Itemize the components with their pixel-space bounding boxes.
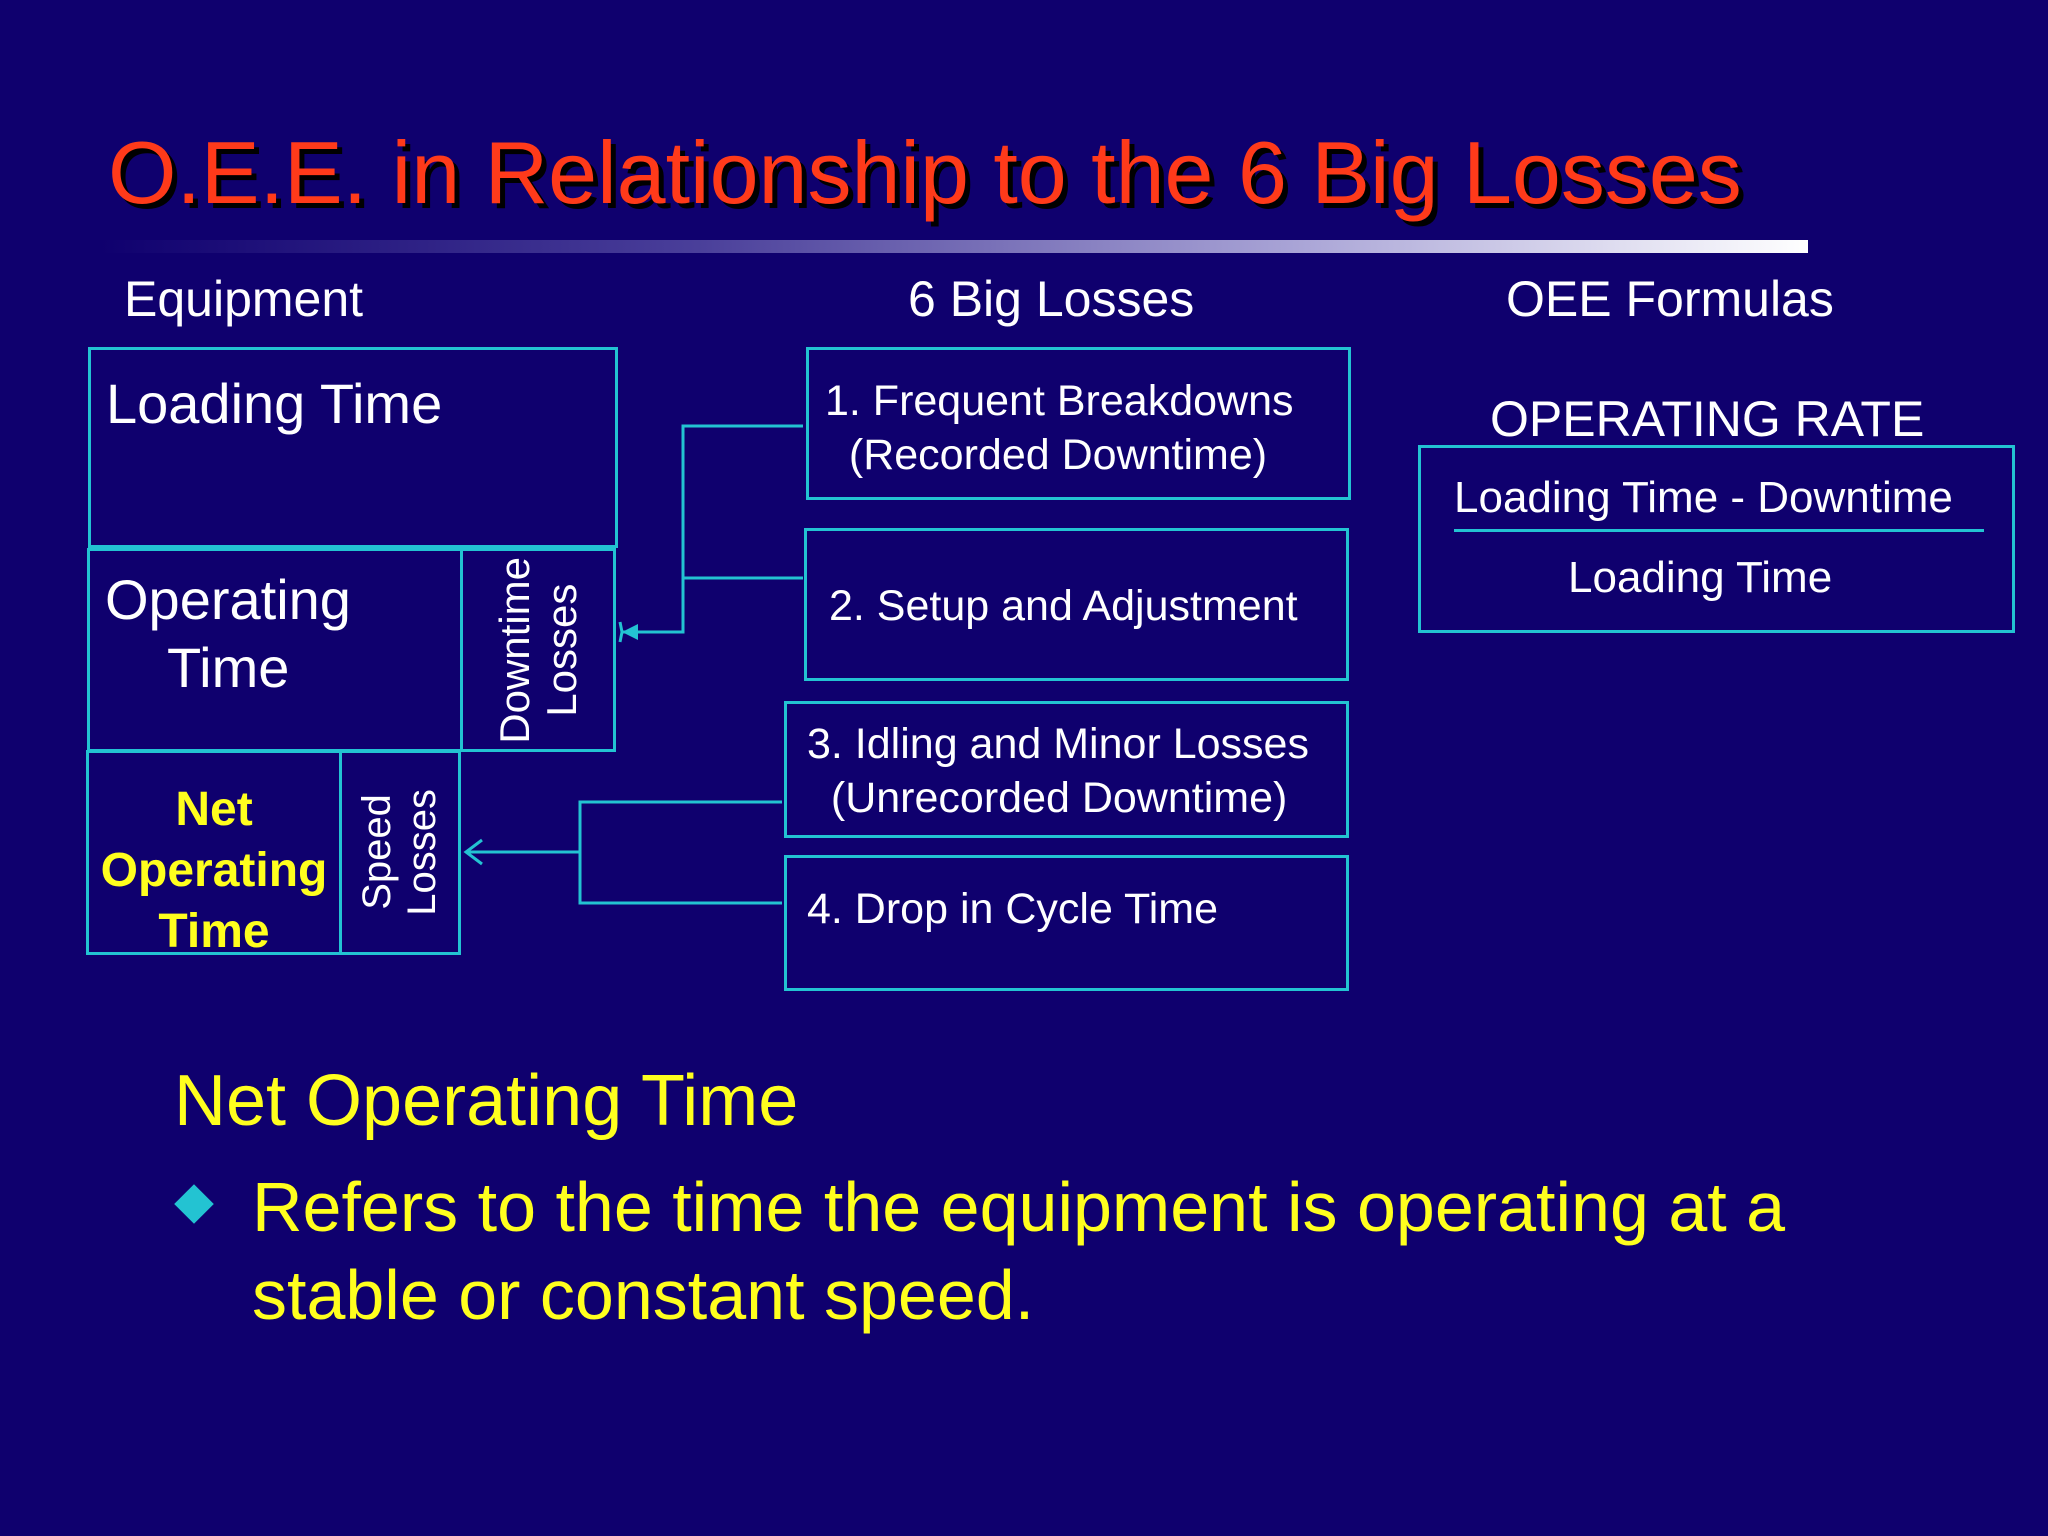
operating-time-label-line1: Operating [105, 568, 351, 631]
formula-fraction-bar [1454, 529, 1984, 532]
net-operating-time-line3: Time [158, 905, 270, 958]
connector-downtime [622, 424, 803, 634]
arrowhead-downtime-icon [622, 624, 638, 640]
loss-box-2: 2. Setup and Adjustment [804, 528, 1349, 681]
loss-box-4: 4. Drop in Cycle Time [784, 855, 1349, 991]
loss-box-3: 3. Idling and Minor Losses (Unrecorded D… [784, 701, 1349, 838]
loss-item-2: 2. Setup and Adjustment [829, 582, 1298, 630]
formula-heading: OPERATING RATE [1490, 391, 1925, 447]
bottom-heading: Net Operating Time [174, 1061, 799, 1141]
downtime-losses-box: Downtime Losses [460, 548, 616, 752]
loss-item-1: 1. Frequent Breakdowns (Recorded Downtim… [825, 377, 1294, 479]
arrow-downtime-icon [618, 621, 624, 643]
connector-speed-bracket [578, 800, 782, 905]
loss-item-3: 3. Idling and Minor Losses (Unrecorded D… [807, 720, 1309, 822]
column-heading-equipment: Equipment [124, 271, 364, 327]
net-operating-time-line2: Operating [100, 844, 328, 897]
formula-numerator: Loading Time - Downtime [1454, 473, 1953, 522]
loading-time-label: Loading Time [106, 372, 443, 435]
net-operating-time-line1: Net [175, 783, 253, 836]
net-operating-time-box: Net Operating Time [86, 750, 342, 958]
loss-box-1: 1. Frequent Breakdowns (Recorded Downtim… [806, 347, 1351, 500]
column-heading-losses: 6 Big Losses [908, 271, 1195, 327]
column-heading-formulas: OEE Formulas [1506, 271, 1834, 327]
loss-item-4: 4. Drop in Cycle Time [807, 885, 1219, 933]
bullet-text: Refers to the time the equipment is oper… [252, 1168, 1786, 1334]
title-rule [100, 240, 1808, 253]
loading-time-box: Loading Time [88, 347, 618, 548]
formula-denominator: Loading Time [1568, 553, 1833, 602]
operating-time-label-line2: Time [167, 636, 290, 699]
formula-box: Loading Time - Downtime Loading Time [1418, 445, 2015, 633]
arrow-speed-icon [463, 838, 483, 866]
operating-time-box: Operating Time [87, 548, 463, 752]
speed-losses-box: Speed Losses [339, 750, 461, 955]
slide-title: O.E.E. in Relationship to the 6 Big Loss… [108, 123, 1742, 222]
